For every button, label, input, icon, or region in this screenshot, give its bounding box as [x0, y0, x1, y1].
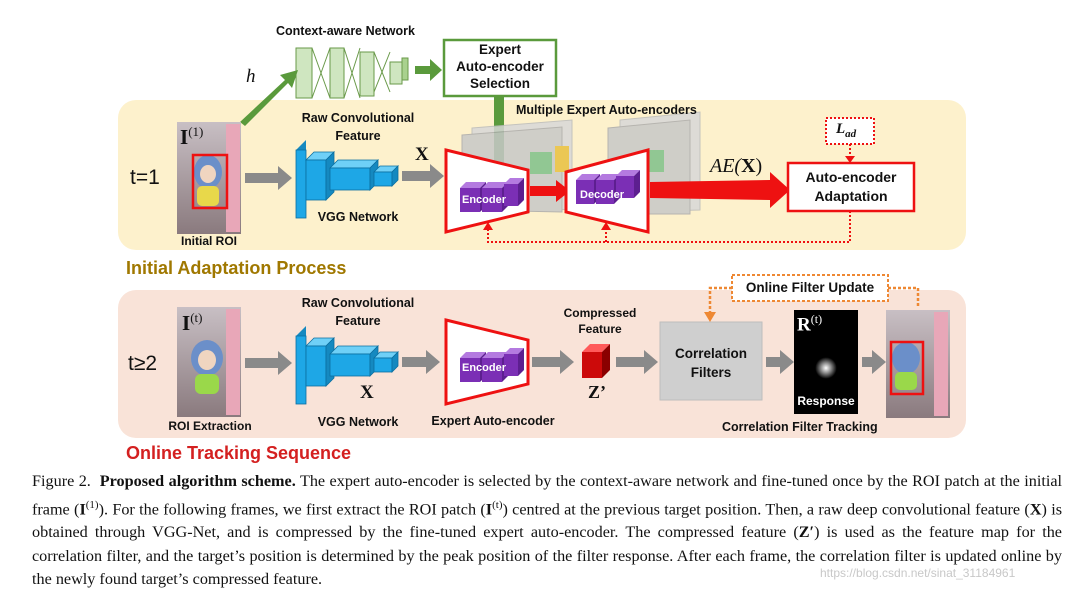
encoder-label-bottom: Encoder	[462, 362, 507, 374]
time-label-top: t=1	[130, 166, 160, 189]
caption-i2: I	[485, 499, 493, 518]
caption-text-4: ) is obtained through VGG-Net, and is co…	[32, 499, 1063, 542]
ae-output-label: AE(X)	[710, 155, 763, 177]
context-network-label: Context-aware Network	[276, 24, 415, 38]
caption-i2-sup: (t)	[492, 498, 503, 511]
caption-x: X	[1029, 499, 1042, 518]
ae-output-arrow	[650, 172, 790, 208]
raw-feature-top-line-2: Feature	[335, 129, 381, 143]
correlation-filters-box	[659, 321, 763, 401]
context-network-graphic	[295, 47, 409, 99]
vgg-network-bottom	[295, 326, 399, 405]
h-arrow	[240, 70, 298, 126]
figure-caption: Figure 2. Proposed algorithm scheme. The…	[32, 470, 1062, 592]
raw-feature-bottom-line-2: Feature	[335, 314, 381, 328]
initial-roi-label: Initial ROI	[180, 234, 237, 248]
online-tracking-title: Online Tracking Sequence	[126, 443, 352, 463]
compressed-feature-cube	[582, 344, 610, 378]
online-filter-update-label: Online Filter Update	[745, 280, 875, 295]
adaptation-line-1: Auto-encoder	[805, 169, 897, 185]
initial-roi-image	[177, 122, 241, 234]
expert-ae-label: Expert Auto-encoder	[431, 414, 555, 428]
watermark: https://blog.csdn.net/sinat_31184961	[820, 566, 1016, 580]
time-label-bottom: t≥2	[128, 352, 158, 375]
multiple-experts-label: Multiple Expert Auto-encoders	[516, 103, 697, 117]
response-label: Response	[797, 394, 855, 408]
diagram-graphics	[177, 38, 950, 418]
response-symbol: R(t)	[797, 312, 823, 336]
expert-selection-line-2: Auto-encoder	[456, 59, 544, 74]
z-label: Z’	[588, 382, 606, 402]
encoder-label-top: Encoder	[462, 194, 507, 206]
x-label-bottom: X	[360, 382, 374, 403]
caption-text-1: The expert auto-encoder is selected by t…	[32, 472, 1063, 518]
tracking-result-image	[886, 310, 950, 418]
vgg-network-top	[295, 140, 399, 219]
context-to-selection-arrow	[415, 59, 442, 81]
tracking-label: Correlation Filter Tracking	[722, 420, 878, 434]
h-label: h	[246, 66, 256, 87]
x-label-top: X	[415, 144, 429, 165]
caption-z: Z′	[798, 523, 815, 542]
caption-text-3: ) centred at the previous target positio…	[502, 499, 1030, 518]
encoder-top	[444, 148, 530, 234]
expert-selection-box	[442, 38, 558, 98]
caption-prefix: Figure 2.	[32, 472, 91, 490]
decoder-label-top: Decoder	[580, 189, 625, 201]
caption-i1-sup: (1)	[85, 498, 99, 511]
image-label-top: I(1)	[180, 124, 204, 149]
online-filter-update-box	[731, 274, 889, 302]
adaptation-line-2: Adaptation	[814, 188, 888, 204]
raw-feature-bottom-line-1: Raw Convolutional	[301, 296, 415, 310]
encoder-bottom	[444, 318, 530, 406]
roi-extraction-image	[177, 307, 241, 417]
loss-label: Lad	[836, 121, 857, 140]
correlation-filters-line-1: Correlation	[674, 346, 747, 361]
compressed-line-2: Feature	[578, 322, 622, 336]
expert-selection-line-3: Selection	[469, 76, 531, 91]
compressed-line-1: Compressed	[563, 306, 637, 320]
roi-extraction-label: ROI Extraction	[168, 419, 252, 433]
vgg-label-top: VGG Network	[317, 210, 399, 224]
expert-selection-line-1: Expert	[478, 42, 522, 57]
image-label-bottom: I(t)	[182, 310, 203, 335]
raw-feature-top-line-1: Raw Convolutional	[301, 111, 415, 125]
adaptation-box	[786, 161, 916, 213]
caption-i1: I	[79, 499, 86, 518]
caption-text-5: ) is used as the feature map for the cor…	[32, 523, 1062, 589]
initial-adaptation-title: Initial Adaptation Process	[126, 258, 347, 278]
decoder-top	[564, 148, 650, 234]
caption-title: Proposed algorithm scheme.	[99, 472, 296, 490]
vgg-label-bottom: VGG Network	[317, 415, 399, 429]
caption-text-2: ). For the following frames, we first ex…	[98, 499, 486, 518]
adaptation-feedback	[487, 211, 851, 243]
correlation-filters-line-2: Filters	[690, 365, 732, 380]
